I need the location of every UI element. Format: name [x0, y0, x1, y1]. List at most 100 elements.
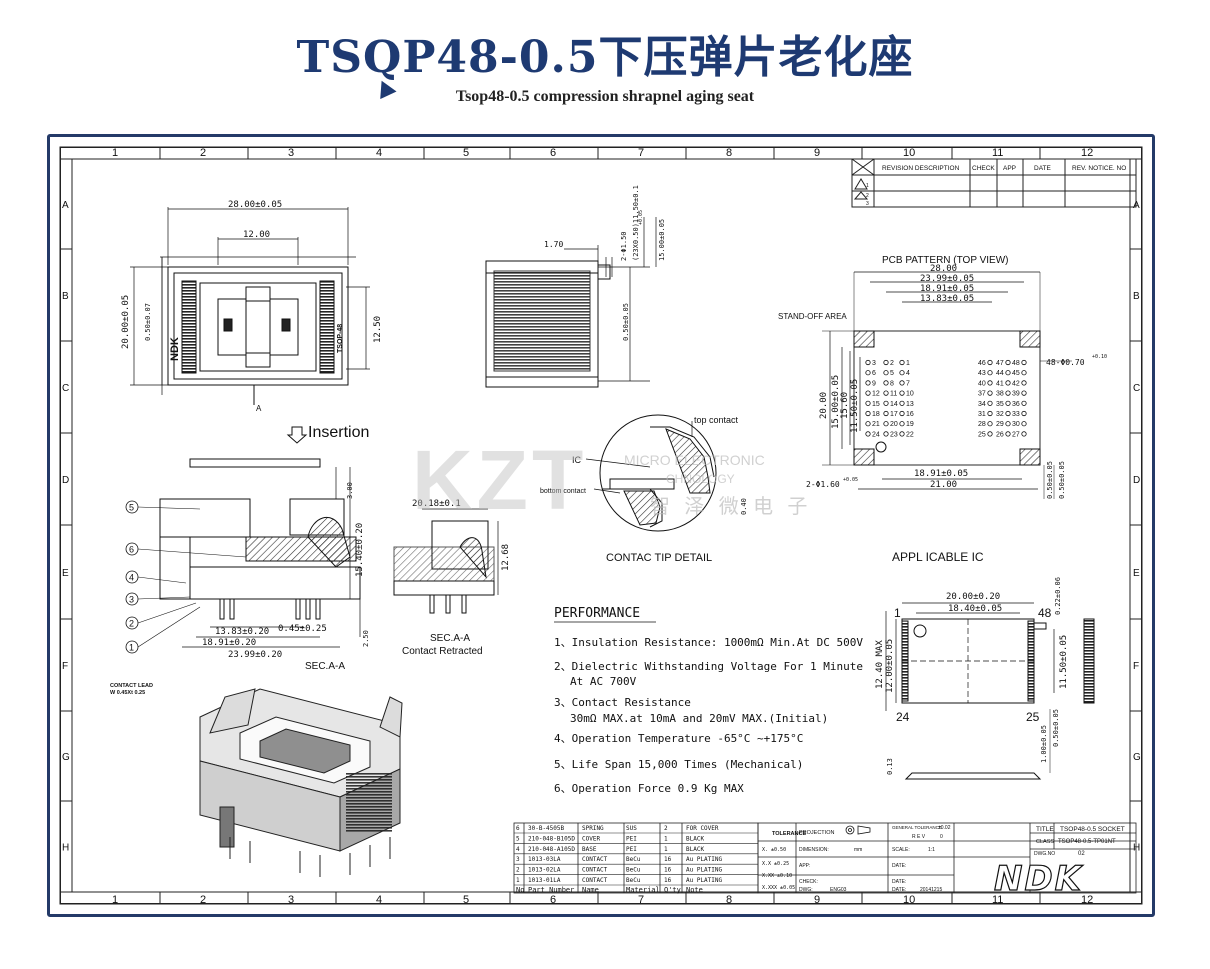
row-label-left-C: C — [62, 383, 69, 394]
bom-cell-4-4: 16 — [664, 867, 672, 874]
tip-top-contact: top contact — [694, 415, 739, 425]
pcb-pin-label-43: 43 — [978, 370, 986, 377]
bom-cell-1-3: PEI — [626, 835, 637, 842]
bom-header-4: Q'ty — [664, 886, 681, 894]
pcb-pad — [987, 380, 993, 386]
pcb-dim-bottom-21: 21.00 — [930, 480, 957, 490]
ret-label-1: SEC.A-A — [430, 633, 470, 644]
bom-cell-2-4: 1 — [664, 846, 668, 853]
perf-item-4: 4、Operation Temperature -65°C ~+175°C — [554, 732, 803, 745]
pcb-dim-r2: 0.50±0.05 — [1058, 461, 1066, 499]
column-label-bottom-10: 10 — [903, 894, 915, 906]
tb-dwg-name: ENG03 — [830, 887, 847, 893]
column-label-bottom-12: 12 — [1081, 894, 1093, 906]
pcb-pin-label-39: 39 — [1012, 391, 1020, 398]
pcb-pin-label-7: 7 — [906, 380, 910, 387]
row-label-left-G: G — [62, 752, 70, 763]
column-label-top-1: 1 — [112, 147, 118, 159]
pcb-pin-label-24: 24 — [872, 431, 880, 438]
rev-header-notice: REV. NOTICE. NO — [1072, 165, 1126, 172]
ic-dim-20: 20.00±0.20 — [946, 592, 1000, 602]
pcb-pad — [865, 421, 871, 427]
pcb-dim-bottom-1891: 18.91±0.05 — [914, 469, 968, 479]
pcb-pad — [987, 390, 993, 396]
tip-bottom-contact: bottom contact — [540, 488, 586, 495]
row-label-right-F: F — [1133, 661, 1139, 672]
column-label-top-7: 7 — [638, 147, 644, 159]
side-dim-pin: 2-Φ1.50 — [620, 231, 628, 261]
pcb-dim-v115: 11.50±0.05 — [850, 379, 860, 433]
tb-scale: SCALE: — [892, 847, 910, 853]
brand-logo: NDK — [994, 859, 1084, 899]
pcb-dim-1891: 18.91±0.05 — [920, 284, 974, 294]
pcb-pin-label-45: 45 — [1012, 370, 1020, 377]
pcb-pin-label-9: 9 — [872, 380, 876, 387]
callout-leader-4 — [137, 576, 187, 584]
top-view-logo: NDK — [169, 337, 181, 361]
bom-cell-0-0: 6 — [516, 825, 520, 832]
pcb-pin-label-2: 2 — [890, 360, 894, 367]
pcb-pin-label-14: 14 — [890, 401, 898, 408]
pcb-pin-label-4: 4 — [906, 370, 910, 377]
perf-item-2: 2、Dielectric Withstanding Voltage For 1 … — [554, 660, 863, 673]
ins-dim-1383: 13.83±0.20 — [215, 627, 269, 637]
ic-dim-1200: 12.00±0.05 — [885, 639, 895, 693]
row-label-right-E: E — [1133, 568, 1140, 579]
performance-title: PERFORMANCE — [554, 606, 640, 621]
pcb-pin-label-36: 36 — [1012, 401, 1020, 408]
pcb-pin-label-31: 31 — [978, 411, 986, 418]
bom-cell-3-4: 16 — [664, 856, 672, 863]
pcb-pin-label-30: 30 — [1012, 421, 1020, 428]
pcb-pin-label-38: 38 — [996, 391, 1004, 398]
pcb-pin-label-34: 34 — [978, 401, 986, 408]
pcb-pin-label-44: 44 — [996, 370, 1004, 377]
tb-date1: DATE: — [892, 863, 906, 869]
bom-header-1: Part Number — [528, 886, 574, 894]
pcb-pad — [987, 410, 993, 417]
title-block — [757, 822, 1137, 894]
ic-dim-050: 0.50±0.05 — [1052, 709, 1060, 747]
column-label-bottom-3: 3 — [288, 894, 294, 906]
row-label-left-B: B — [62, 291, 69, 302]
watermark-logo: KZT — [412, 433, 587, 527]
rev-header-date: DATE — [1034, 165, 1052, 172]
pcb-hole-dim: 48-Φ0.70 — [1046, 358, 1085, 367]
pcb-dim-2399: 23.99±0.05 — [920, 274, 974, 284]
callout-number-4: 4 — [129, 573, 134, 583]
column-label-top-10: 10 — [903, 147, 915, 159]
perf-item-1: 1、Insulation Resistance: 1000mΩ Min.At D… — [554, 636, 863, 649]
bom-cell-0-1: 30-B-4505B — [528, 825, 565, 832]
pcb-pad — [899, 370, 905, 376]
row-label-left-D: D — [62, 475, 69, 486]
row-label-left-E: E — [62, 568, 69, 579]
pcb-standoff-label: STAND-OFF AREA — [778, 312, 847, 321]
pcb-pin-label-23: 23 — [890, 431, 898, 438]
bom-cell-5-0: 1 — [516, 877, 520, 884]
bom-cell-2-2: BASE — [582, 846, 597, 853]
tb-app: APP: — [799, 863, 810, 869]
pcb-pad — [899, 431, 905, 437]
pcb-hole-tol: +0.10 — [1092, 354, 1107, 360]
pcb-pin-label-42: 42 — [1012, 380, 1020, 387]
pcb-pin-label-8: 8 — [890, 380, 894, 387]
row-label-right-H: H — [1133, 843, 1140, 854]
pcb-pad — [883, 431, 889, 437]
tb-dimension-unit: mm — [854, 847, 862, 853]
bom-cell-2-1: 210-048-A105D — [528, 846, 575, 853]
pcb-pad — [899, 421, 905, 427]
pcb-pad — [883, 421, 889, 427]
row-label-left-A: A — [62, 200, 69, 211]
callout-leader-6 — [137, 548, 247, 558]
pcb-pad — [987, 431, 993, 437]
rev-mark-3: 3 — [866, 201, 869, 207]
tb-tol-1: X.X ±0.25 — [762, 861, 789, 867]
pcb-pad — [865, 370, 871, 376]
rev-header-desc: REVISION DESCRIPTION — [882, 165, 960, 172]
ic-dim-1240: 12.40 MAX — [875, 640, 885, 689]
callout-number-3: 3 — [129, 595, 134, 605]
